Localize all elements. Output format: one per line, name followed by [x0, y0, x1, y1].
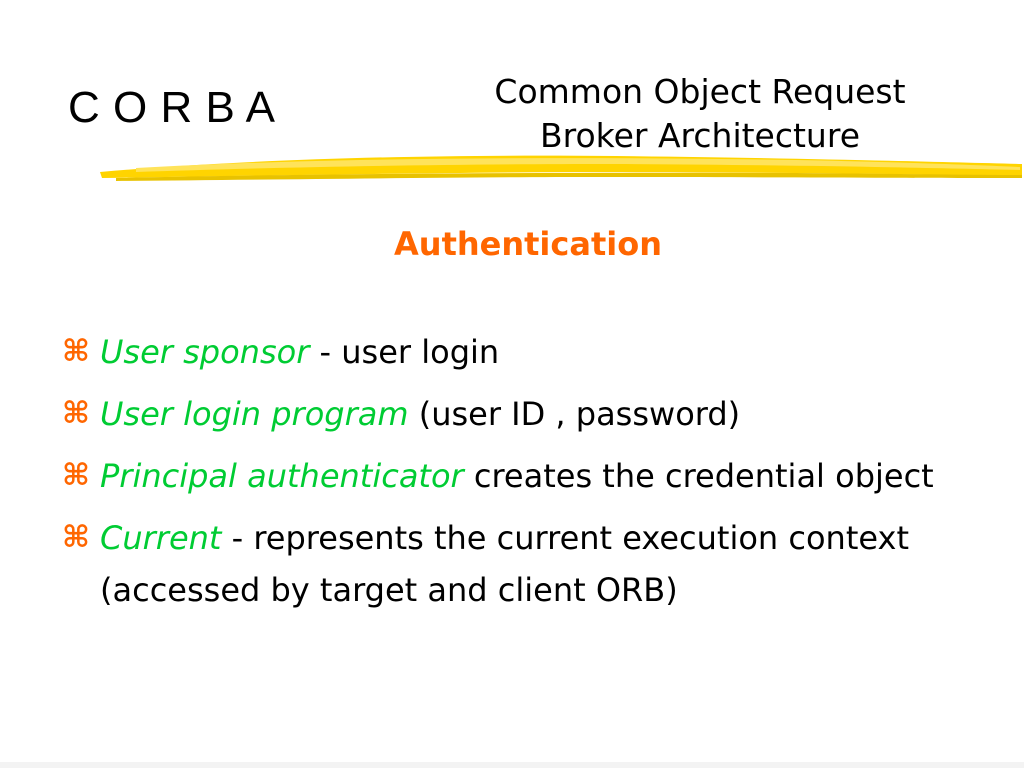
bullet-list: ⌘ User sponsor - user login ⌘ User login p… — [62, 326, 942, 626]
bullet-term: User sponsor — [100, 333, 310, 371]
subtitle-line-1: Common Object Request — [494, 72, 906, 111]
bullet-term: User login program — [100, 395, 409, 433]
list-item: ⌘ User sponsor - user login — [62, 326, 942, 378]
command-key-icon: ⌘ — [62, 520, 90, 555]
command-key-icon: ⌘ — [62, 396, 90, 431]
bullet-text: creates the credential object — [473, 457, 934, 495]
list-item: ⌘ Principal authenticator creates the cre… — [62, 450, 942, 502]
yellow-brush-stroke-divider — [100, 155, 1022, 181]
bullet-term: Principal authenticator — [100, 457, 464, 495]
bullet-separator: - — [221, 519, 254, 557]
list-item: ⌘ Current - represents the current execut… — [62, 512, 942, 616]
bullet-term: Current — [100, 519, 222, 557]
slide-subtitle: Common Object Request Broker Architectur… — [440, 70, 960, 158]
brush-stroke-highlight — [136, 158, 1020, 172]
brush-stroke-shadow — [116, 172, 1022, 181]
bullet-separator — [464, 457, 474, 495]
bullet-text: represents the current execution context… — [100, 519, 909, 609]
bullet-text: user login — [341, 333, 500, 371]
command-key-icon: ⌘ — [62, 334, 90, 369]
bullet-separator — [409, 395, 419, 433]
list-item: ⌘ User login program (user ID , password) — [62, 388, 942, 440]
bottom-edge-band — [0, 762, 1024, 768]
bullet-separator: - — [309, 333, 342, 371]
command-key-icon: ⌘ — [62, 458, 90, 493]
subtitle-line-2: Broker Architecture — [540, 116, 860, 155]
section-heading: Authentication — [394, 225, 662, 263]
slide-title: C O R B A — [68, 83, 276, 132]
bullet-text: (user ID , password) — [418, 395, 741, 433]
